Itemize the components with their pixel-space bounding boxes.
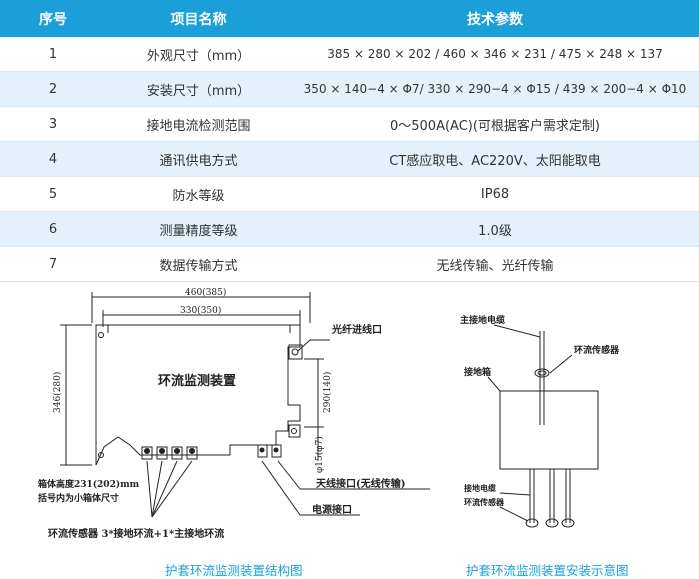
row-name: 安装尺寸（mm） — [106, 71, 291, 107]
row-no: 2 — [0, 71, 106, 107]
row-value: 无线传输、光纤传输 — [291, 246, 699, 282]
device-title: 环流监测装置 — [158, 373, 236, 389]
row-name: 数据传输方式 — [106, 246, 291, 282]
table-row: 2 安装尺寸（mm） 350 × 140−4 × Φ7/ 330 × 290−4… — [0, 71, 699, 107]
table-row: 7 数据传输方式 无线传输、光纤传输 — [0, 246, 699, 282]
label-fiber: 光纤进线口 — [331, 323, 382, 336]
structure-diagram: 460(385) 330(350) 346(280) 290(140) φ15(… — [38, 287, 430, 540]
spec-table: 序号 项目名称 技术参数 1 外观尺寸（mm） 385 × 280 × 202 … — [0, 0, 699, 282]
row-value: 0～500A(AC)(可根据客户需求定制) — [291, 106, 699, 142]
row-value: 1.0级 — [291, 211, 699, 247]
note-height: 箱体高度231(202)mm — [38, 478, 140, 490]
row-no: 3 — [0, 106, 106, 142]
row-no: 6 — [0, 211, 106, 247]
header-no: 序号 — [0, 0, 106, 37]
spec-table-header: 序号 项目名称 技术参数 — [0, 0, 699, 37]
caption-installation: 护套环流监测装置安装示意图 — [466, 563, 629, 578]
dim-left: 346(280) — [52, 372, 63, 413]
caption-structure: 护套环流监测装置结构图 — [165, 563, 303, 578]
row-name: 通讯供电方式 — [106, 141, 291, 177]
table-row: 4 通讯供电方式 CT感应取电、AC220V、太阳能取电 — [0, 141, 699, 177]
label-sensor2: 环流传感器 — [464, 497, 505, 507]
note-bracket: 括号内为小箱体尺寸 — [38, 492, 119, 504]
row-value: CT感应取电、AC220V、太阳能取电 — [291, 141, 699, 177]
dim-top: 460(385) — [185, 287, 226, 298]
row-name: 防水等级 — [106, 176, 291, 212]
row-no: 7 — [0, 246, 106, 282]
row-name: 接地电流检测范围 — [106, 106, 291, 142]
label-box: 接地箱 — [464, 366, 491, 378]
dim-inner: 330(350) — [180, 305, 221, 316]
table-row: 5 防水等级 IP68 — [0, 176, 699, 212]
header-value: 技术参数 — [291, 0, 699, 37]
table-row: 3 接地电流检测范围 0～500A(AC)(可根据客户需求定制) — [0, 106, 699, 142]
row-no: 1 — [0, 37, 106, 72]
row-name: 测量精度等级 — [106, 211, 291, 247]
label-main-cable: 主接地电缆 — [460, 314, 505, 326]
label-power: 电源接口 — [312, 503, 352, 516]
dim-hole: φ15(φ7) — [314, 436, 325, 473]
row-value: 385 × 280 × 202 / 460 × 346 × 231 / 475 … — [291, 37, 699, 72]
label-sensor: 环流传感器 — [574, 344, 620, 356]
table-row: 6 测量精度等级 1.0级 — [0, 211, 699, 247]
row-no: 5 — [0, 176, 106, 212]
header-name: 项目名称 — [106, 0, 291, 37]
dim-right: 290(140) — [322, 372, 333, 413]
table-row: 1 外观尺寸（mm） 385 × 280 × 202 / 460 × 346 ×… — [0, 37, 699, 72]
label-sensors: 环流传感器 3*接地环流+1*主接地环流 — [48, 527, 224, 540]
row-value: IP68 — [291, 176, 699, 212]
label-antenna: 天线接口(无线传输) — [316, 477, 405, 490]
row-value: 350 × 140−4 × Φ7/ 330 × 290−4 × Φ15 / 43… — [291, 71, 699, 107]
label-ground-cable: 接地电缆 — [464, 483, 496, 493]
row-no: 4 — [0, 141, 106, 177]
installation-diagram: 主接地电缆 环流传感器 接地箱 接地电缆 环流传感器 — [460, 314, 620, 528]
row-name: 外观尺寸（mm） — [106, 37, 291, 72]
